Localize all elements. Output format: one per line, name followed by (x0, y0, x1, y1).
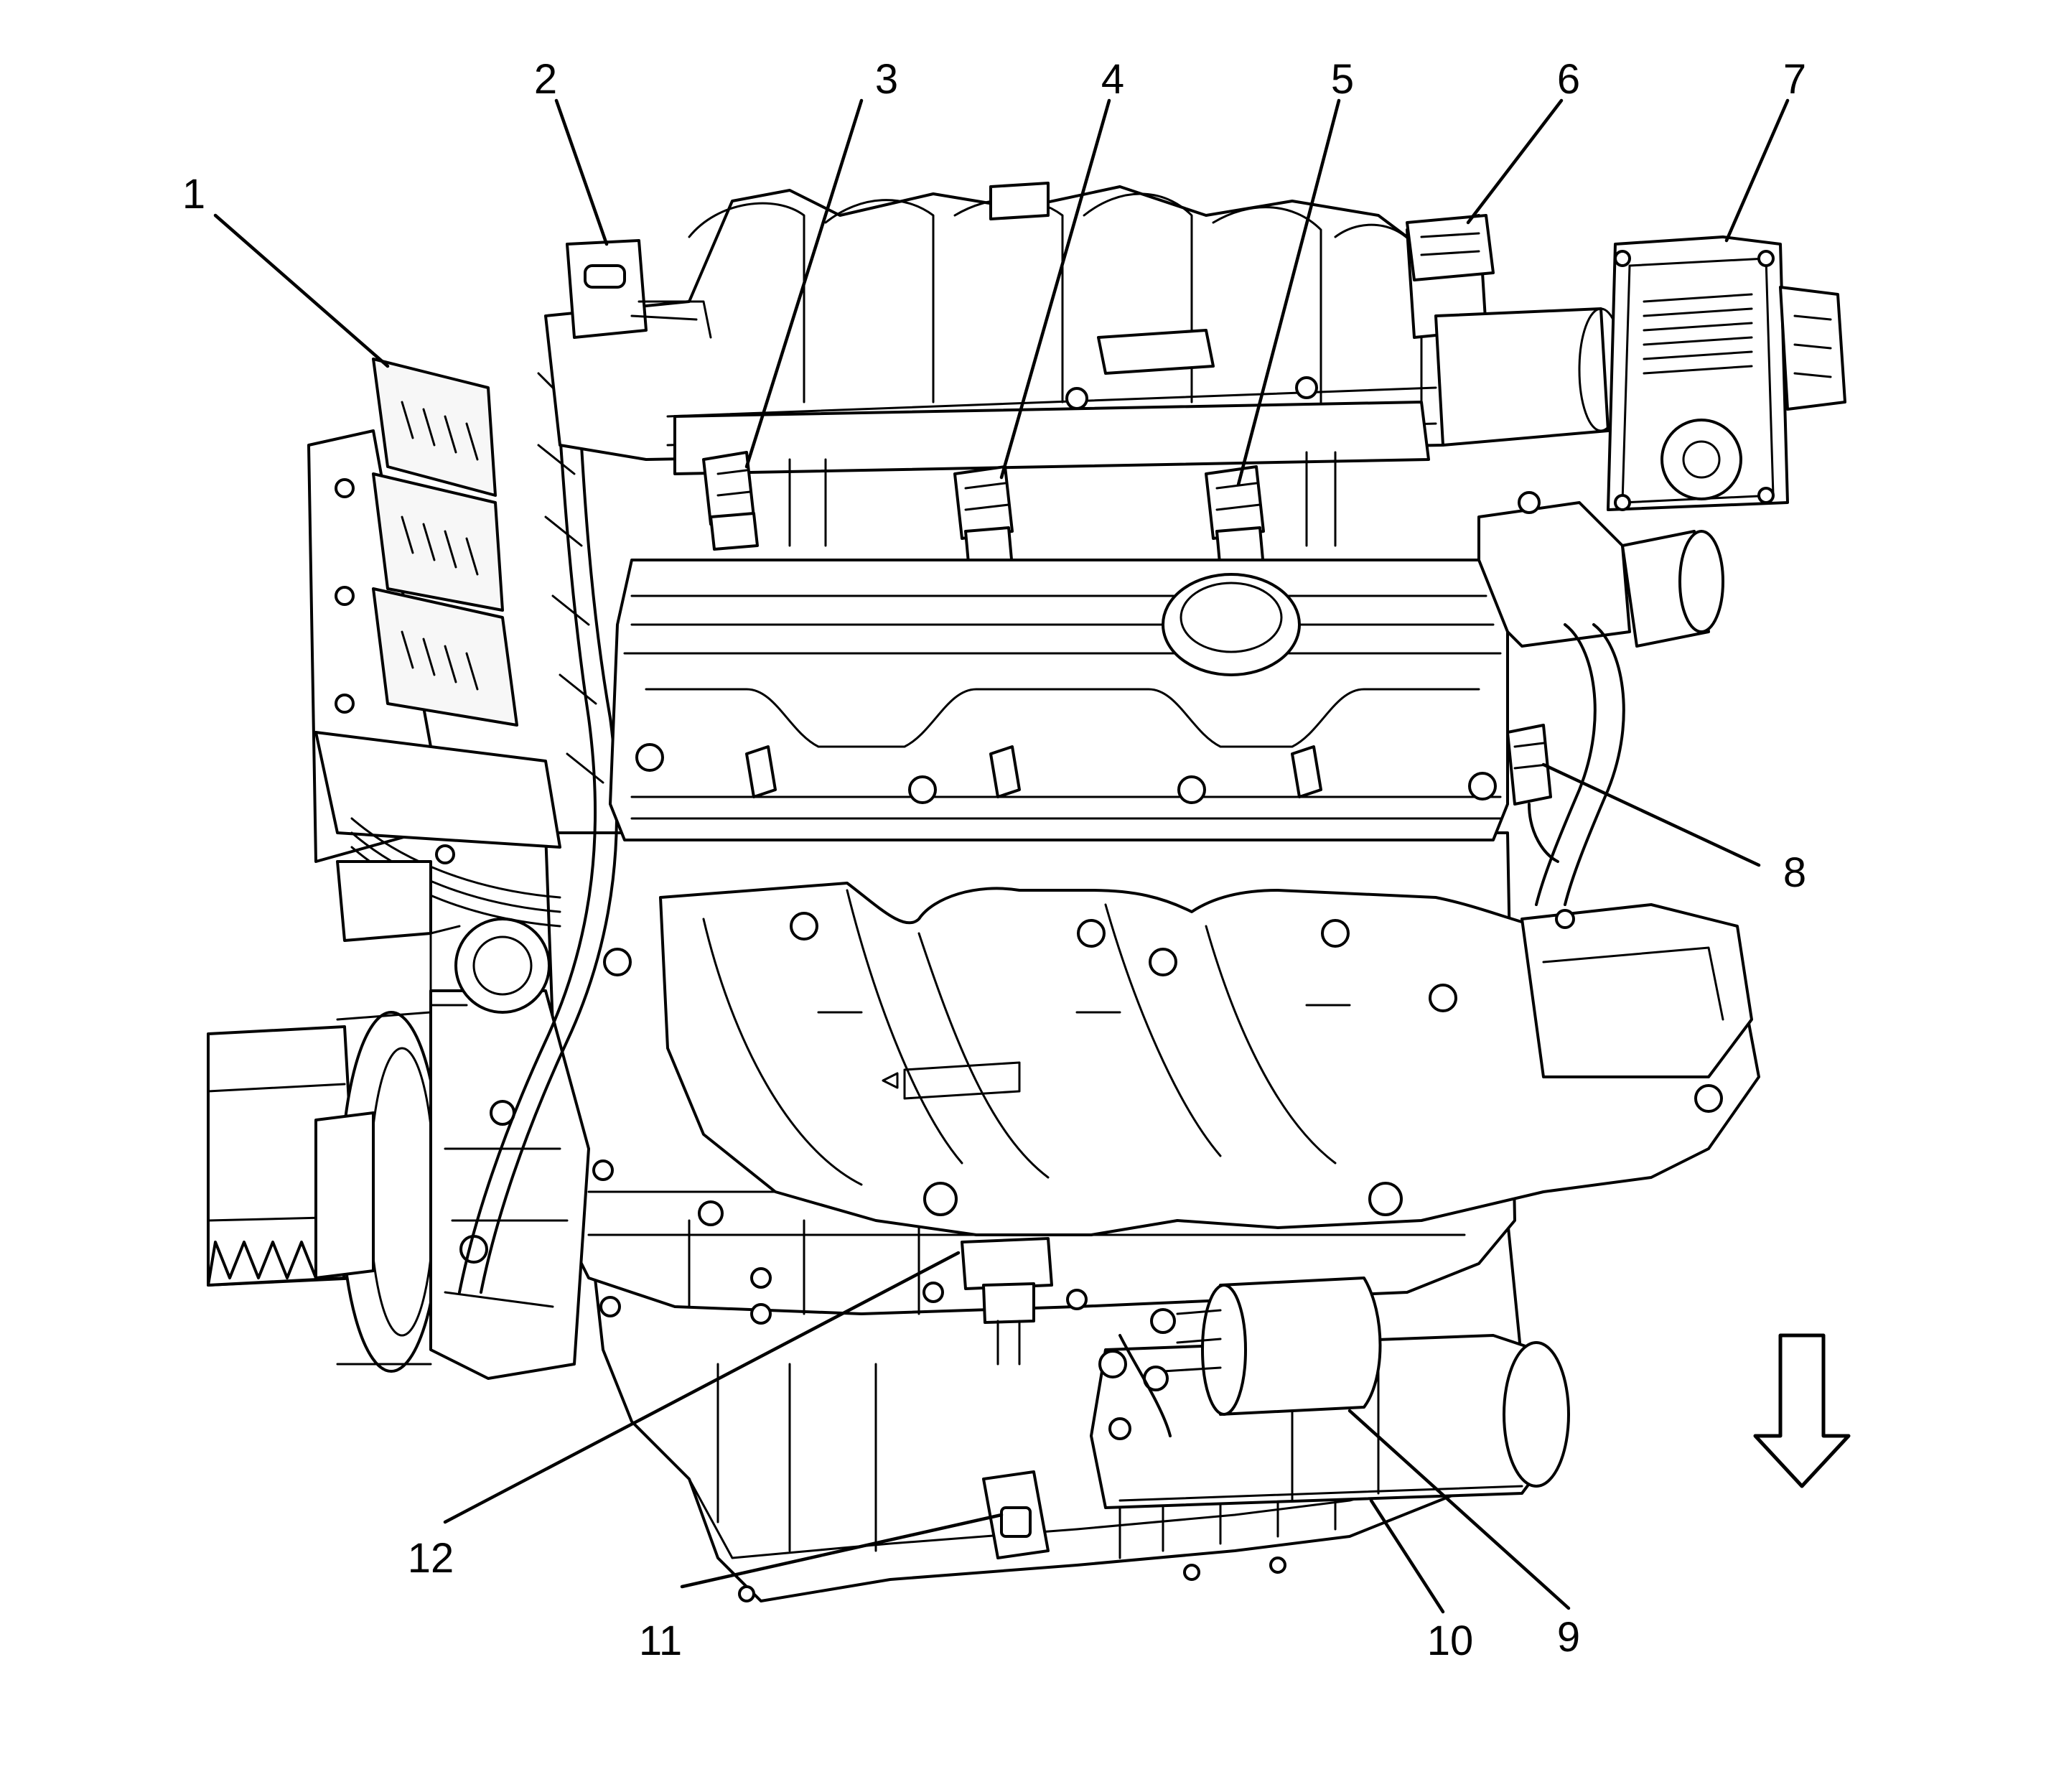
fuel-rail (673, 401, 1430, 547)
wiring-harness (458, 322, 619, 1294)
callout-6: 6 (1557, 56, 1580, 103)
callout-5: 5 (1331, 56, 1354, 103)
callout-1: 1 (182, 171, 205, 218)
coolant-outlet (1477, 491, 1724, 906)
valve-cover (609, 559, 1509, 841)
callout-8: 8 (1783, 849, 1806, 896)
exhaust-manifold (603, 882, 1760, 1236)
callout-2: 2 (534, 56, 557, 103)
throttle-body (1607, 235, 1846, 511)
map-sensor (566, 239, 712, 339)
callout-9: 9 (1557, 1614, 1580, 1661)
throttle-body-tube (1434, 307, 1624, 447)
ignition-coil-pack (307, 358, 561, 942)
fuel-injector-3 (1205, 465, 1265, 572)
thermostat-housing (429, 918, 551, 1014)
oil-level-sensor (982, 1470, 1050, 1559)
arrow-down-icon (1753, 1333, 1851, 1488)
knock-sensor-connector (1406, 214, 1495, 281)
fuel-injector-1 (702, 451, 759, 551)
callout-10: 10 (1427, 1618, 1474, 1664)
exhaust-outlet-flange (1521, 903, 1753, 1113)
camshaft-sensor (1506, 724, 1559, 863)
callout-12: 12 (408, 1535, 454, 1582)
callout-3: 3 (875, 56, 898, 103)
fuel-injector-2 (953, 465, 1014, 572)
crankshaft-pulley (314, 1011, 443, 1373)
callout-labels: 1 2 3 4 5 6 7 8 9 10 11 12 (182, 56, 1806, 1664)
oil-pressure-switch (961, 1237, 1053, 1366)
callout-11: 11 (639, 1618, 682, 1664)
callout-7: 7 (1783, 56, 1806, 103)
starter-solenoid (1118, 1277, 1382, 1437)
callout-leaders (213, 98, 1790, 1614)
callout-4: 4 (1101, 56, 1124, 103)
